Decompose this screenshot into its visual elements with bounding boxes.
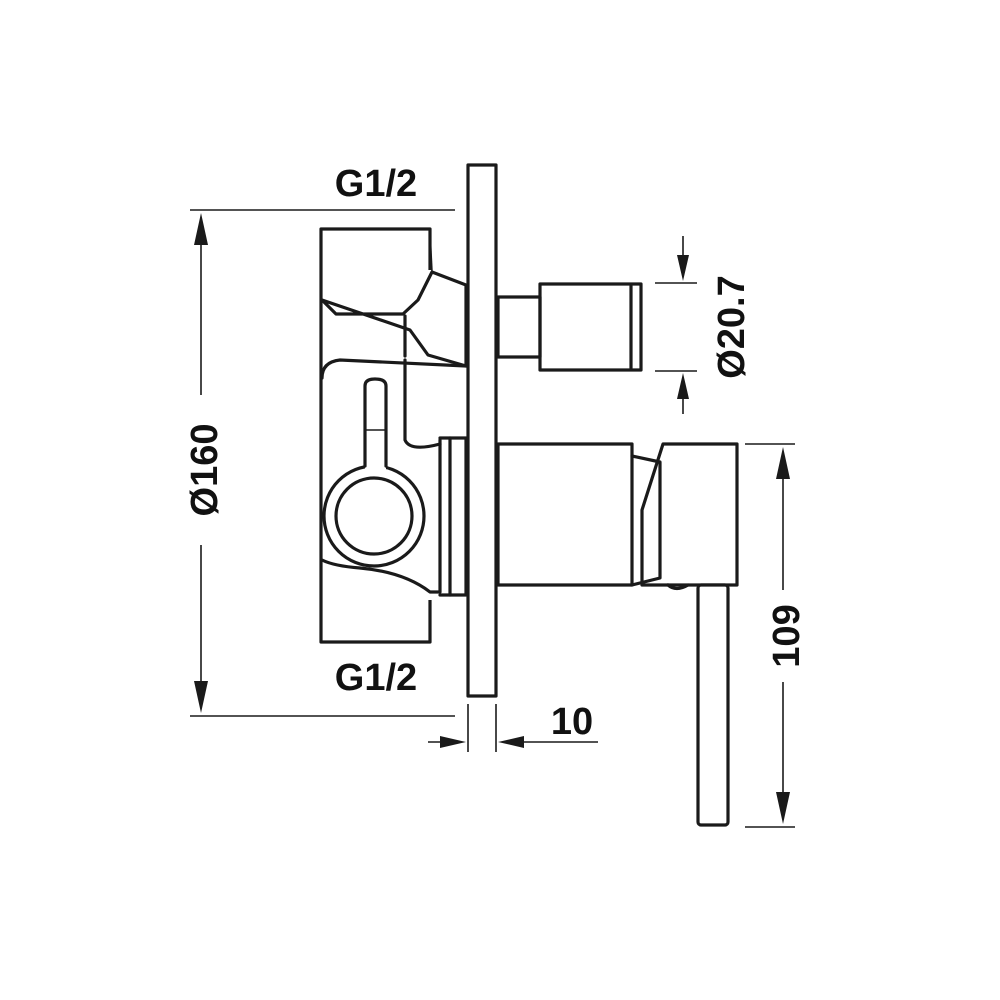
handle-pivot bbox=[666, 583, 690, 591]
handle-lever bbox=[696, 583, 730, 827]
handle-head bbox=[640, 442, 739, 587]
spout-neck bbox=[496, 295, 542, 359]
middle-chamber-top bbox=[320, 358, 468, 380]
flange-edges bbox=[438, 436, 452, 597]
dimension-plate-thickness: 10 bbox=[428, 701, 598, 752]
dimension-plate-diameter: Ø160 bbox=[184, 209, 455, 717]
arrow-right-icon bbox=[440, 736, 466, 748]
wall-plate bbox=[466, 163, 498, 698]
mixer-collar bbox=[630, 454, 662, 587]
inlet-top-label: G1/2 bbox=[335, 163, 417, 205]
top-coupling-link bbox=[429, 231, 433, 273]
arrow-up-icon bbox=[677, 373, 689, 399]
spout-body bbox=[538, 282, 643, 372]
spout bbox=[496, 282, 643, 372]
inlet-bottom-label: G1/2 bbox=[335, 657, 417, 699]
middle-chamber-side bbox=[403, 358, 442, 449]
top-coupling bbox=[320, 270, 468, 368]
arrow-up-icon bbox=[776, 447, 790, 479]
valve-body bbox=[319, 227, 469, 644]
arrow-down-icon bbox=[677, 255, 689, 281]
spindle-fill bbox=[365, 379, 386, 471]
lower-port-inner bbox=[334, 476, 414, 556]
plate-thickness-label: 10 bbox=[551, 701, 593, 743]
arrow-up-icon bbox=[194, 213, 208, 245]
plate-diameter-label: Ø160 bbox=[184, 424, 226, 517]
flange bbox=[448, 436, 468, 597]
handle-height-label: 109 bbox=[766, 604, 808, 667]
arrow-left-icon bbox=[498, 736, 524, 748]
mixer-handle bbox=[496, 442, 739, 827]
dimension-handle-height: 109 bbox=[745, 443, 808, 828]
arrow-down-icon bbox=[194, 681, 208, 713]
arrow-down-icon bbox=[776, 792, 790, 824]
spindle bbox=[363, 377, 388, 468]
dimension-spout-diameter: Ø20.7 bbox=[655, 236, 753, 414]
spout-diameter-label: Ø20.7 bbox=[711, 275, 753, 379]
valve-body-cutout bbox=[405, 270, 469, 600]
mixer-cartridge bbox=[496, 442, 634, 587]
lower-port-housing bbox=[320, 438, 442, 594]
